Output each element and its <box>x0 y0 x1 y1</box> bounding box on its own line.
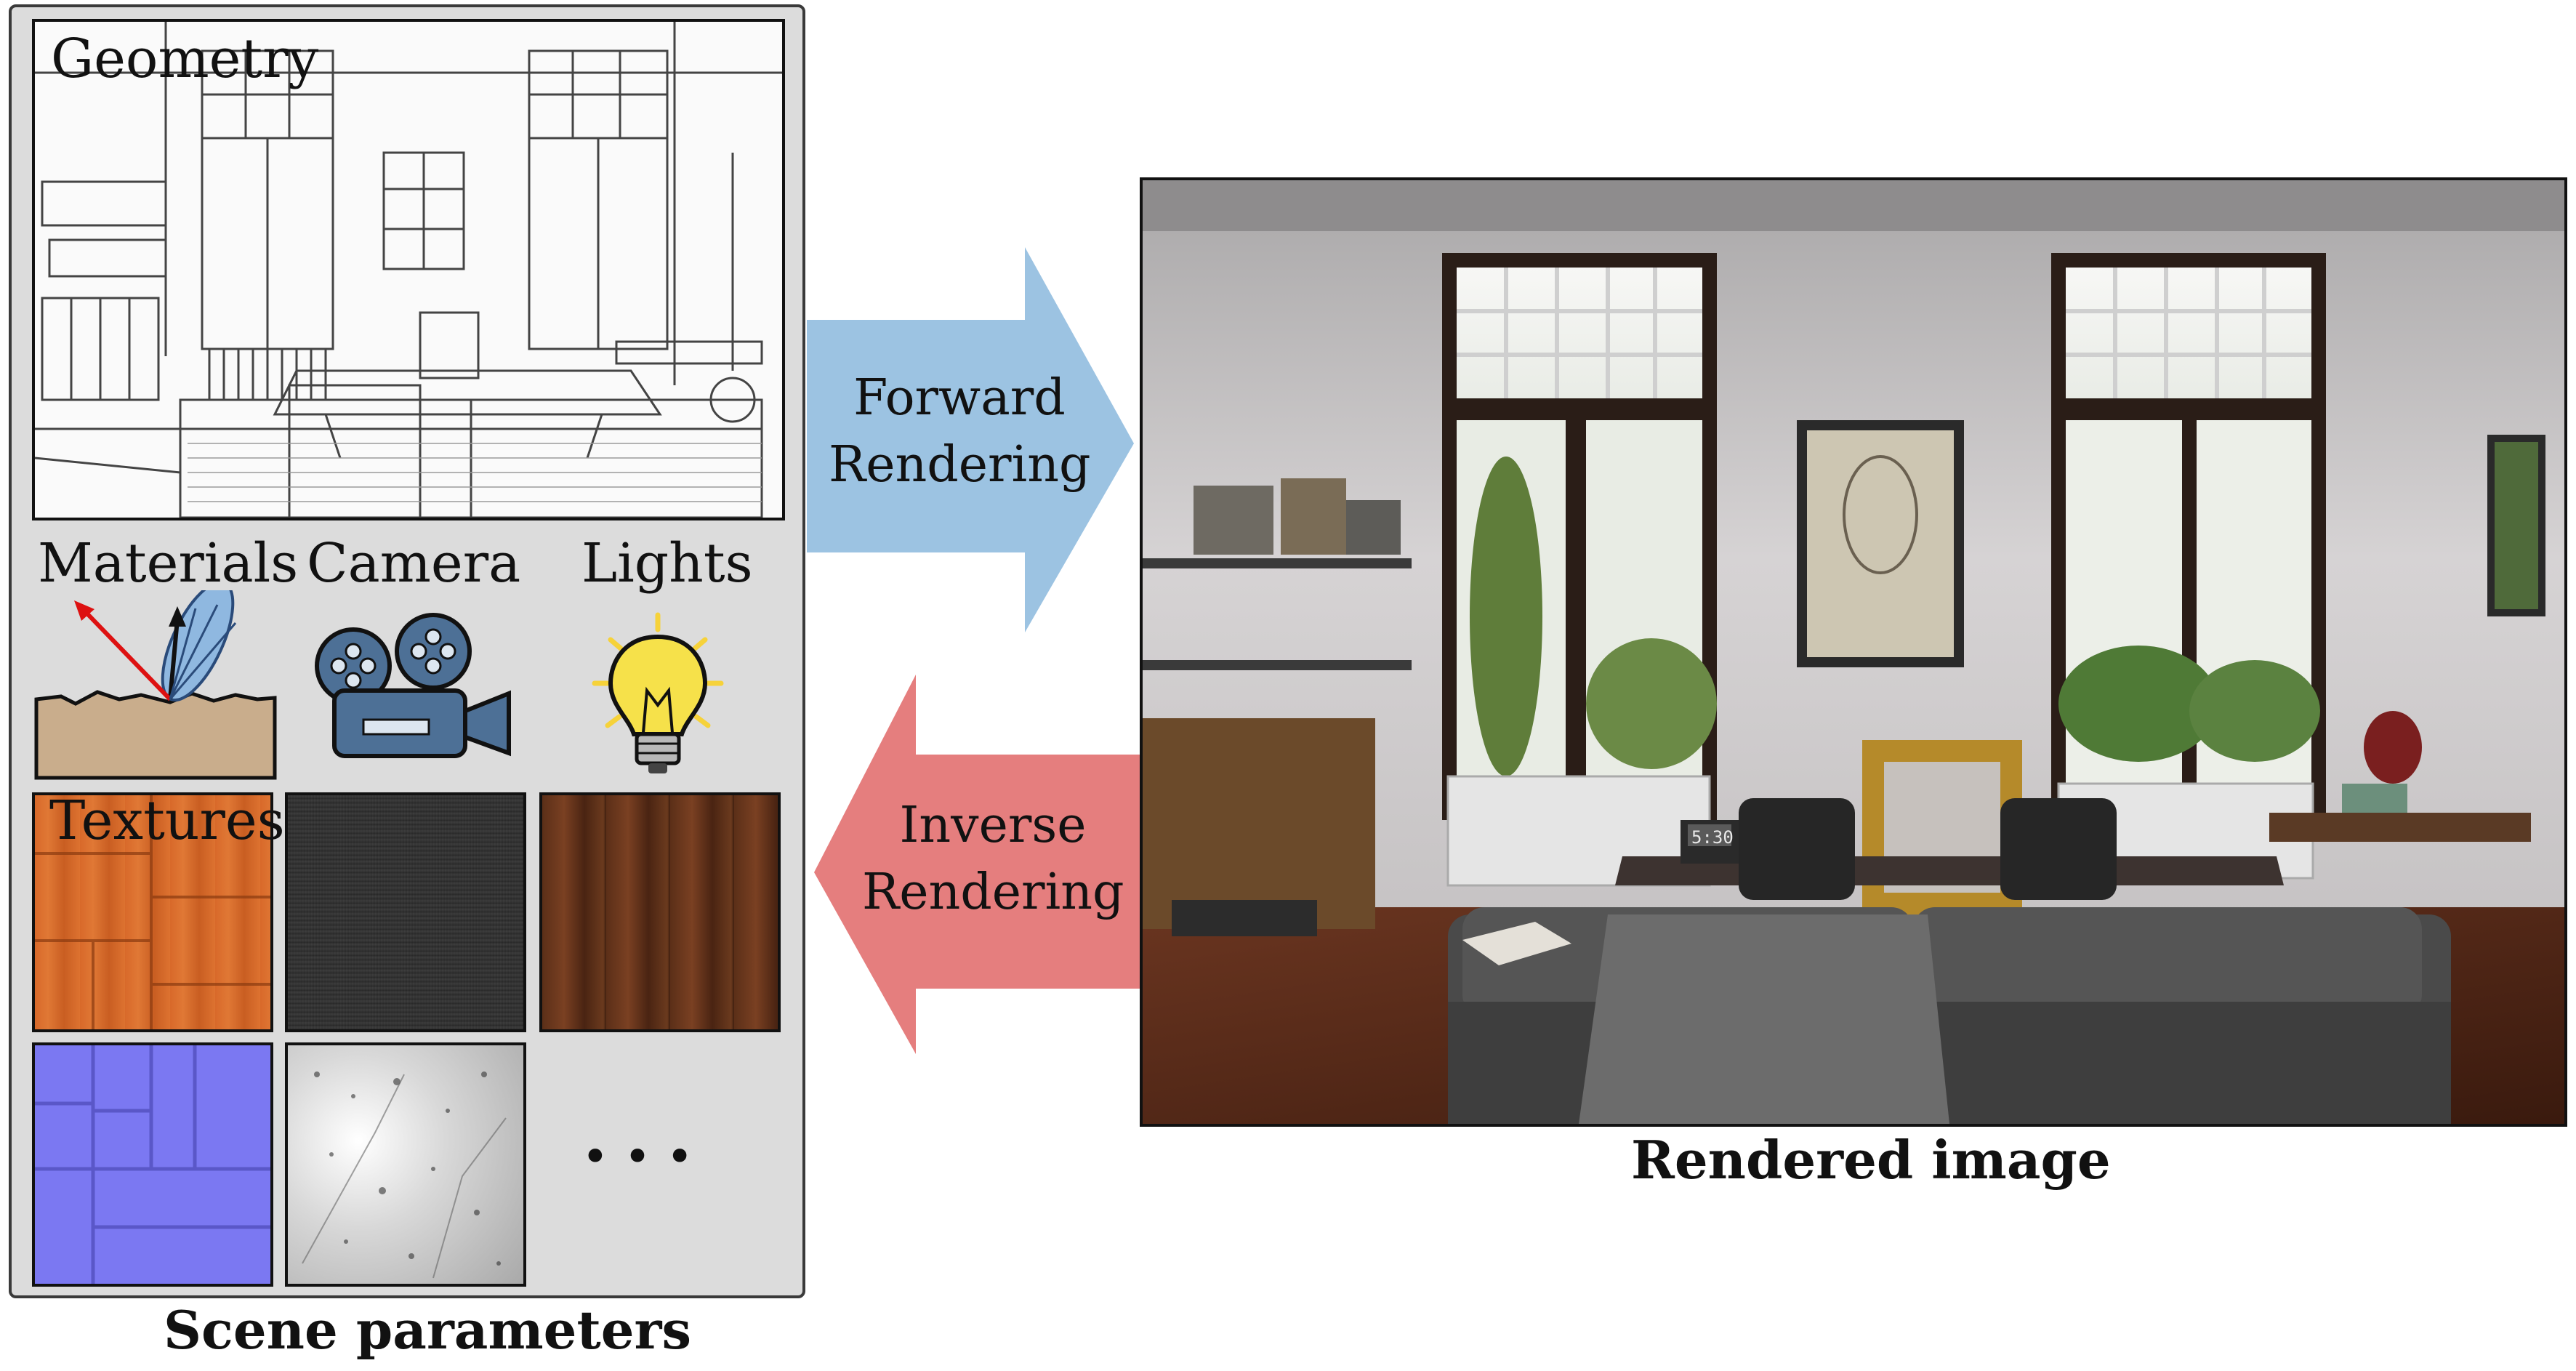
camera-label: Camera <box>307 532 521 595</box>
dark-wood-texture <box>539 792 781 1032</box>
light-bulb-icon <box>589 611 727 778</box>
forward-label-line2: Rendering <box>829 435 1091 494</box>
rendered-image-caption: Rendered image <box>1631 1129 2111 1191</box>
scene-parameters-caption: Scene parameters <box>164 1299 691 1361</box>
geometry-label: Geometry <box>51 28 319 90</box>
inverse-rendering-arrow <box>807 669 1141 1076</box>
fabric-texture <box>285 792 526 1032</box>
wood-albedo-texture <box>32 792 273 1032</box>
forward-rendering-arrow <box>807 240 1141 647</box>
roughness-map-texture <box>285 1042 526 1287</box>
film-camera-icon <box>305 603 516 763</box>
forward-label-line1: Forward <box>853 369 1066 427</box>
lights-label: Lights <box>581 532 753 595</box>
materials-label: Materials <box>38 532 299 595</box>
clock-display-text: 5:30 <box>1691 827 1734 848</box>
more-textures-ellipsis: • • • <box>581 1130 693 1184</box>
inverse-rendering-label: Inverse Rendering <box>862 792 1124 926</box>
textures-label: Textures <box>49 789 285 852</box>
rendered-room-image: 5:30 <box>1140 177 2567 1127</box>
inverse-label-line2: Rendering <box>862 863 1124 921</box>
inverse-label-line1: Inverse <box>899 797 1087 854</box>
brdf-icon <box>32 590 279 781</box>
forward-rendering-label: Forward Rendering <box>829 365 1091 499</box>
normal-map-texture <box>32 1042 273 1287</box>
geometry-wireframe-image <box>32 19 785 520</box>
